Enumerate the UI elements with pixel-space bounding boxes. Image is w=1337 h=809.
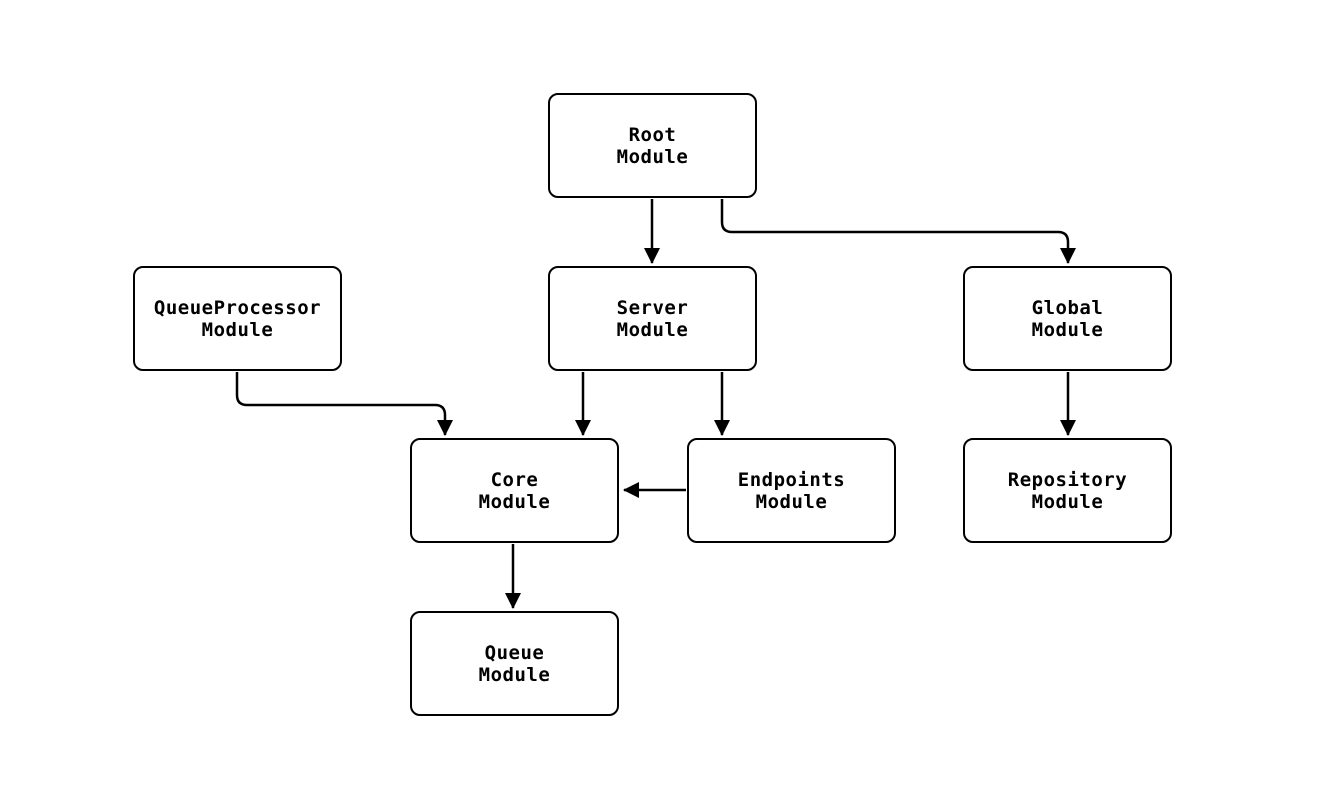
node-queueprocessor-module: QueueProcessor Module (133, 266, 342, 371)
node-queueprocessor-module-label: QueueProcessor Module (153, 296, 322, 341)
node-server-module: Server Module (548, 266, 757, 371)
node-server-module-label: Server Module (616, 296, 689, 341)
node-endpoints-module-label: Endpoints Module (737, 468, 846, 513)
node-root-module: Root Module (548, 93, 757, 198)
node-endpoints-module: Endpoints Module (687, 438, 896, 543)
node-core-module-label: Core Module (478, 468, 551, 513)
node-queue-module: Queue Module (410, 611, 619, 716)
node-global-module-label: Global Module (1031, 296, 1104, 341)
node-repository-module: Repository Module (963, 438, 1172, 543)
edge-root-to-global (720, 199, 1076, 264)
node-queue-module-label: Queue Module (478, 641, 551, 686)
node-root-module-label: Root Module (616, 123, 689, 168)
node-global-module: Global Module (963, 266, 1172, 371)
edge-queueprocessor-to-core (235, 372, 453, 436)
node-core-module: Core Module (410, 438, 619, 543)
node-repository-module-label: Repository Module (1007, 468, 1128, 513)
